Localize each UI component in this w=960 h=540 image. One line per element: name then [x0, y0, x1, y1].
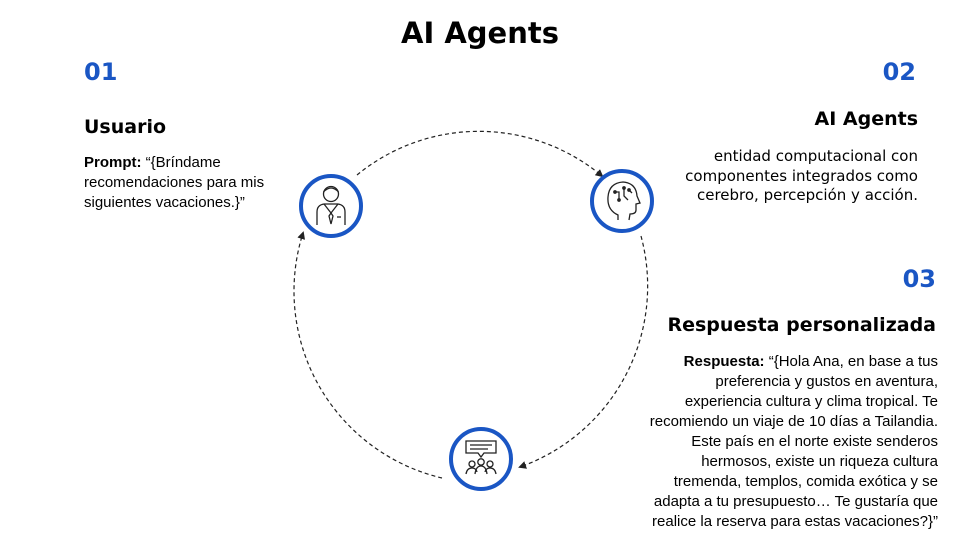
arrow-response-to-user — [293, 231, 443, 479]
response-label: Respuesta: — [683, 353, 765, 370]
step-01-description: Prompt: “{Bríndame recomendaciones para … — [84, 153, 284, 213]
arrow-user-to-agent — [356, 130, 604, 178]
step-02-heading: AI Agents — [814, 108, 919, 130]
prompt-text: “{Bríndame recomendaciones para mis sigu… — [84, 154, 265, 211]
step-01-number: 01 — [84, 58, 118, 86]
step-03-number: 03 — [902, 265, 936, 293]
step-01-heading: Usuario — [84, 116, 167, 138]
response-node — [449, 427, 513, 491]
user-icon — [316, 185, 346, 225]
response-text: “{Hola Ana, en base a tus preferencia y … — [649, 353, 938, 530]
page-title: AI Agents — [401, 16, 559, 50]
user-node — [299, 174, 363, 238]
arrow-agent-to-response — [518, 235, 649, 469]
prompt-label: Prompt: — [84, 154, 142, 171]
step-02-number: 02 — [882, 58, 916, 86]
chat-group-icon — [465, 440, 497, 475]
step-02-description: entidad computacional con componentes in… — [685, 147, 918, 204]
step-03-description: Respuesta: “{Hola Ana, en base a tus pre… — [638, 352, 938, 532]
brain-head-icon — [607, 181, 641, 221]
step-03-heading: Respuesta personalizada — [667, 314, 936, 336]
agent-node — [590, 169, 654, 233]
